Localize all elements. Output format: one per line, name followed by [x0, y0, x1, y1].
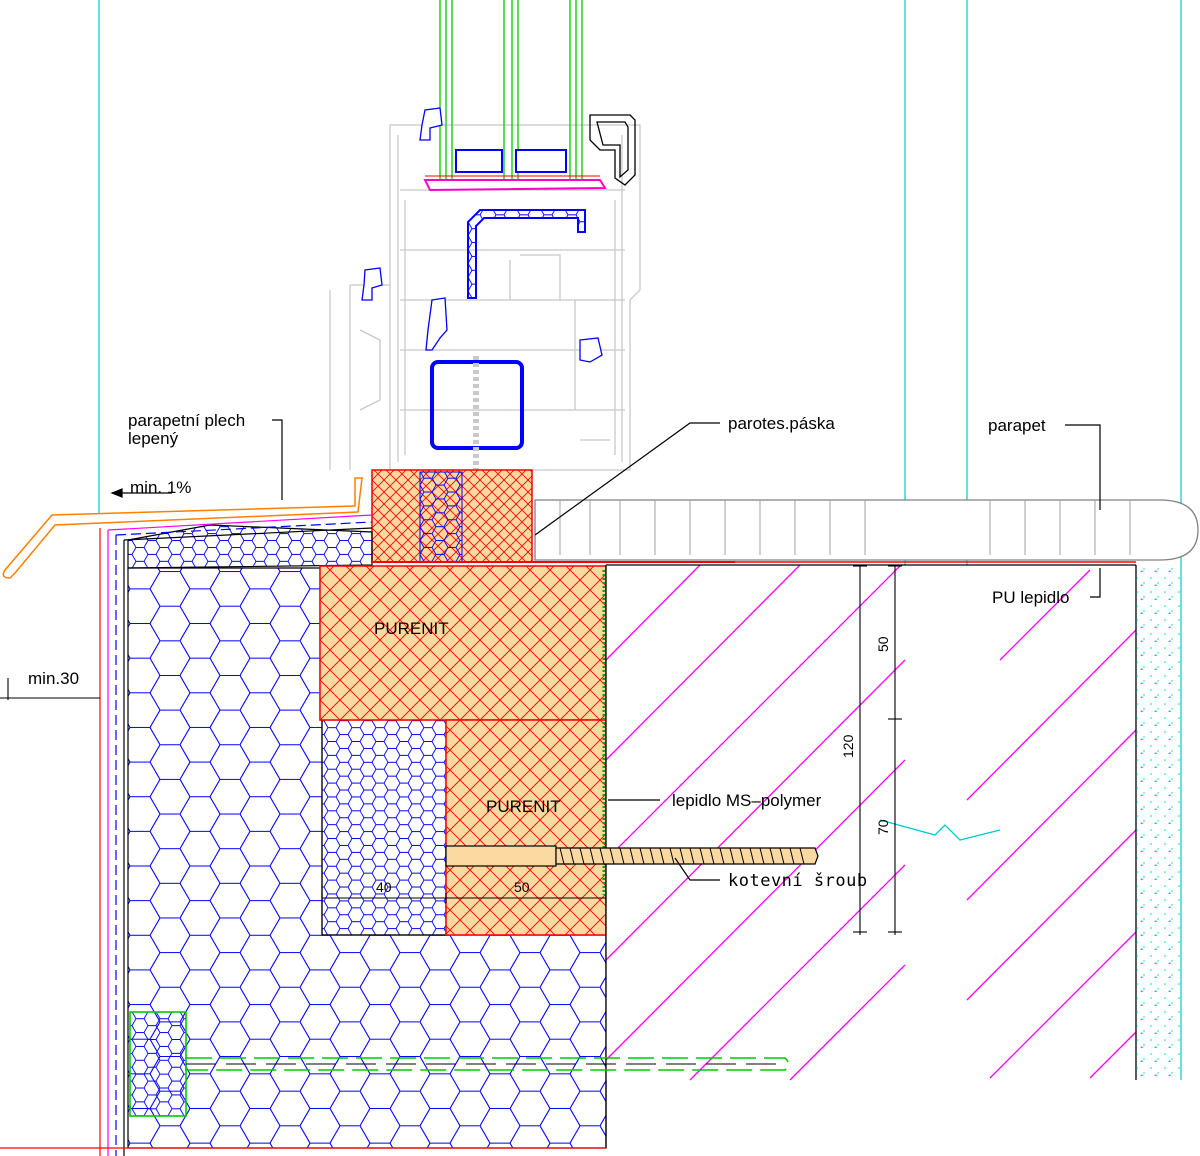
label-purenit-lower: PURENIT — [486, 797, 561, 816]
dim-70: 70 — [875, 819, 891, 835]
facade-layers — [0, 514, 606, 1156]
dimension-lines — [0, 565, 902, 935]
gaskets — [361, 107, 636, 363]
label-pu-adhesive: PU lepidlo — [992, 588, 1070, 607]
break-symbol — [879, 819, 1001, 841]
label-min-offset: min.30 — [28, 669, 79, 688]
dim-40: 40 — [376, 879, 392, 895]
insulation-strip-under-frame — [419, 471, 463, 563]
label-parapet-sheet-line2: lepený — [128, 429, 179, 448]
leader-lines — [110, 419, 1101, 881]
sill-board-ribs — [559, 500, 1131, 555]
glazing-seal — [423, 179, 607, 192]
label-slope: min. 1% — [130, 478, 191, 497]
dim-120: 120 — [840, 734, 856, 758]
steel-reinforcement-c — [467, 209, 586, 299]
purenit-block-upper — [319, 565, 607, 721]
spacer-bars — [455, 149, 567, 173]
label-vapor-tape: parotes.páska — [728, 414, 835, 433]
eps-insulation-bottom-block — [129, 1011, 187, 1117]
label-sill: parapet — [988, 416, 1046, 435]
window-frame-profile — [329, 124, 641, 471]
purenit-block-lower — [445, 719, 607, 936]
eps-insulation-small-block — [321, 719, 447, 936]
external-window-sill-flashing — [2, 477, 363, 579]
eps-insulation-top-wedge — [127, 524, 373, 569]
dim-50-lower: 50 — [514, 879, 530, 895]
interior-sill-board — [534, 499, 1199, 561]
label-parapet-sheet-line1: parapetní plech — [128, 411, 245, 430]
label-anchor-screw: kotevní šroub — [728, 871, 868, 891]
label-purenit-upper: PURENIT — [374, 619, 449, 638]
masonry-wall — [605, 564, 1182, 1148]
label-ms-polymer: lepidlo MS–polymer — [672, 791, 822, 810]
dim-50-upper: 50 — [875, 636, 891, 652]
anchor-screw — [445, 845, 819, 867]
bottom-anchor-profile — [185, 1057, 790, 1071]
